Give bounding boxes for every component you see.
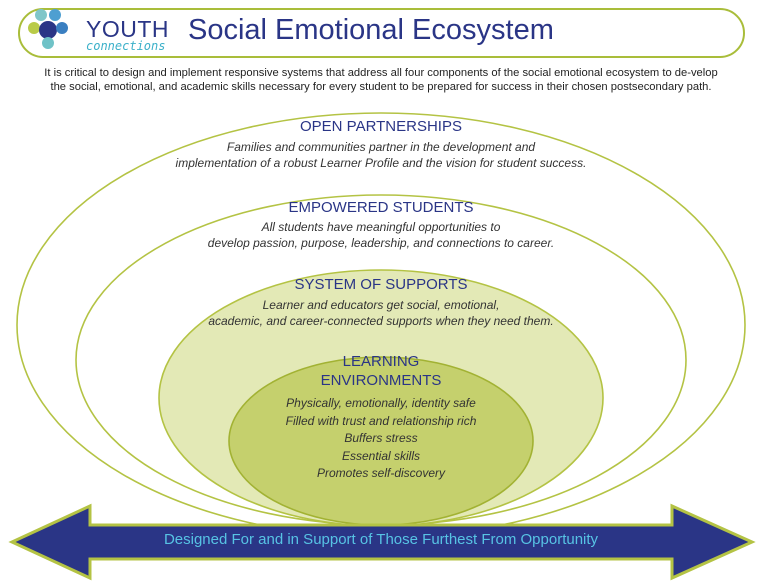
open-partnerships-description: Families and communities partner in the … [0, 139, 762, 171]
logo-subtitle: connections [86, 39, 166, 53]
open-partnerships-desc-line-2: implementation of a robust Learner Profi… [175, 156, 587, 170]
system-of-supports-desc-line-2: academic, and career-connected supports … [208, 314, 554, 328]
list-item: Physically, emotionally, identity safe [286, 396, 476, 410]
learning-environments-title: LEARNING ENVIRONMENTS [0, 352, 762, 390]
system-of-supports-title: SYSTEM OF SUPPORTS [294, 276, 468, 293]
page-title: Social Emotional Ecosystem [188, 14, 554, 46]
youth-connections-logo: YOUTH connections [24, 6, 169, 53]
empowered-students-description: All students have meaningful opportuniti… [0, 219, 762, 251]
logo-wordmark: YOUTH [86, 16, 169, 42]
empowered-students-desc-line-1: All students have meaningful opportuniti… [261, 220, 501, 234]
system-of-supports-desc-line-1: Learner and educators get social, emotio… [262, 298, 500, 312]
open-partnerships-desc-line-1: Families and communities partner in the … [226, 140, 536, 154]
list-item: Buffers stress [344, 431, 418, 445]
opportunity-arrow [8, 503, 756, 581]
intro-paragraph: It is critical to design and implement r… [0, 66, 762, 94]
list-item: Essential skills [341, 448, 421, 463]
learning-environments-title-line-2: ENVIRONMENTS [320, 372, 442, 389]
system-of-supports-description: Learner and educators get social, emotio… [0, 297, 762, 329]
empowered-students-title: EMPOWERED STUDENTS [288, 199, 474, 216]
intro-line-2: the social, emotional, and academic skil… [50, 81, 712, 93]
learning-environments-list: Physically, emotionally, identity safe F… [0, 395, 762, 483]
intro-line-1: It is critical to design and implement r… [44, 67, 718, 79]
open-partnerships-title: OPEN PARTNERSHIPS [300, 118, 462, 135]
list-item: Promotes self-discovery [316, 466, 446, 480]
opportunity-arrow-label: Designed For and in Support of Those Fur… [163, 531, 599, 548]
empowered-students-desc-line-2: develop passion, purpose, leadership, an… [207, 236, 555, 250]
list-item: Filled with trust and relationship rich [285, 413, 477, 428]
header-banner [18, 8, 745, 58]
learning-environments-title-line-1: LEARNING [342, 353, 420, 370]
logo-mark-icon [28, 9, 68, 49]
